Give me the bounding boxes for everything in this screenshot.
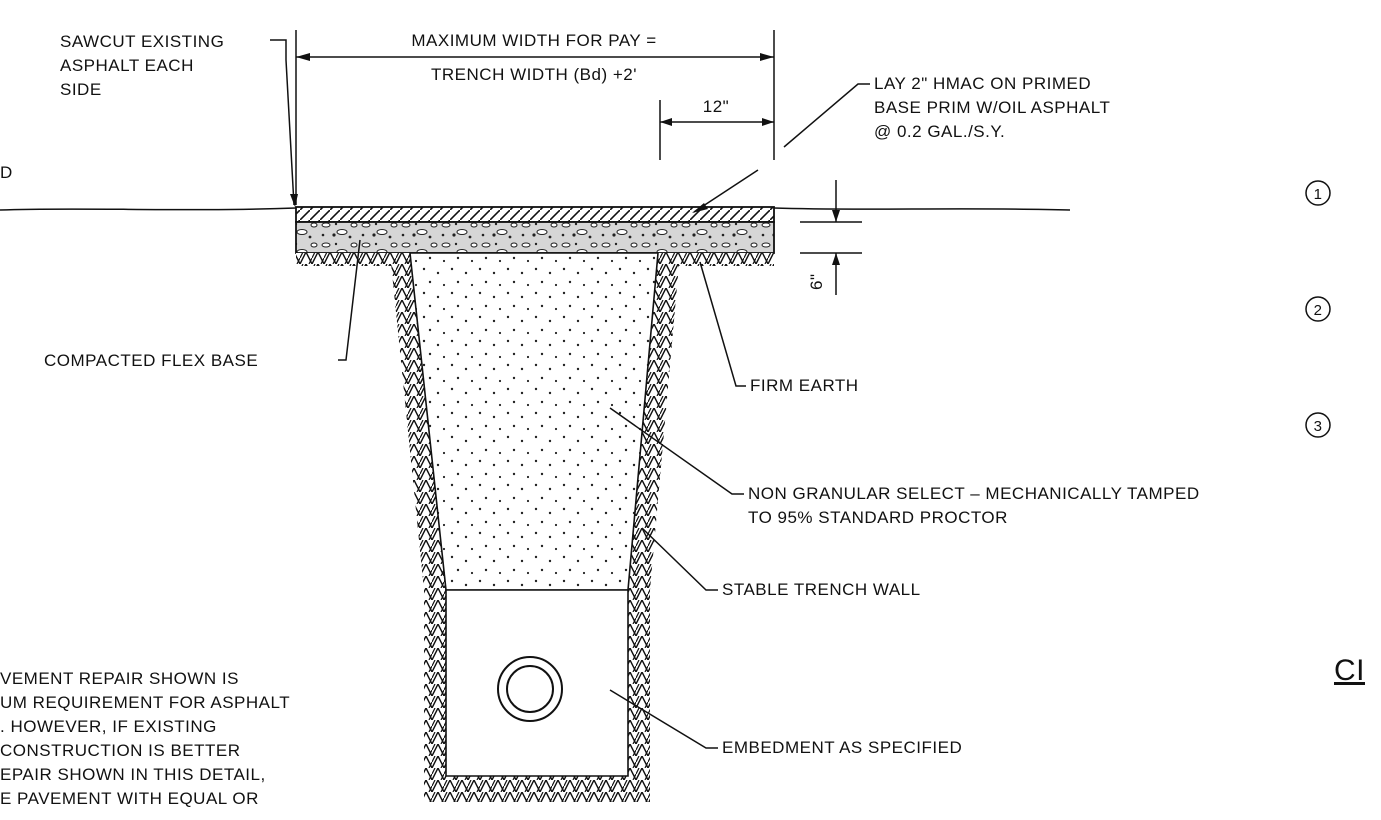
sawcut-label-2: ASPHALT EACH <box>60 56 194 75</box>
right-title-fragment: CI <box>1334 654 1365 687</box>
ground-line-left <box>0 207 297 211</box>
firm-earth-left <box>296 253 410 266</box>
callout-2-number: 2 <box>1314 302 1323 319</box>
hmac-label-2: BASE PRIM W/OIL ASPHALT <box>874 98 1110 117</box>
note-line-4: CONSTRUCTION IS BETTER <box>0 741 241 760</box>
ground-line-right <box>773 207 1071 211</box>
leader-sawcut <box>270 39 295 206</box>
trench-wall-left <box>390 253 446 790</box>
embedment-label: EMBEDMENT AS SPECIFIED <box>722 738 962 757</box>
leader-embed <box>609 689 718 749</box>
firm-earth-label: FIRM EARTH <box>750 376 859 395</box>
backfill-label-2: TO 95% STANDARD PROCTOR <box>748 508 1008 527</box>
leader-hmac-arrow <box>692 203 708 213</box>
leader-sawcut-arrow <box>290 194 298 207</box>
firm-earth-right <box>658 253 774 266</box>
max-width-label-1: MAXIMUM WIDTH FOR PAY = <box>411 31 656 50</box>
dim6-arrow-t <box>832 210 840 222</box>
callout-2-circle <box>1305 296 1331 322</box>
pipe-inner <box>506 665 554 713</box>
backfill-label-1: NON GRANULAR SELECT – MECHANICALLY TAMPE… <box>748 484 1200 503</box>
note-line-3: . HOWEVER, IF EXISTING <box>0 717 217 736</box>
sawcut-label-1: SAWCUT EXISTING <box>60 32 224 51</box>
leader-hmac <box>783 83 870 148</box>
trench-wall-label: STABLE TRENCH WALL <box>722 580 921 599</box>
note-line-5: EPAIR SHOWN IN THIS DETAIL, <box>0 765 266 784</box>
dim-12-label: 12" <box>703 97 729 116</box>
callout-1-number: 1 <box>1314 186 1323 203</box>
sawcut-label-3: SIDE <box>60 80 102 99</box>
hmac-label-1: LAY 2" HMAC ON PRIMED <box>874 74 1091 93</box>
dim-arrow-right <box>760 53 774 61</box>
callout-1-circle <box>1305 180 1331 206</box>
flex-base-label: COMPACTED FLEX BASE <box>44 351 258 370</box>
backfill-zone <box>409 252 659 591</box>
leader-firm <box>699 261 746 387</box>
leader-backfill <box>609 407 744 495</box>
flex-base-layer <box>295 221 775 254</box>
note-line-2: UM REQUIREMENT FOR ASPHALT <box>0 693 290 712</box>
dim12-arrow-l <box>660 118 672 126</box>
note-line-6: E PAVEMENT WITH EQUAL OR <box>0 789 259 808</box>
callout-3-circle <box>1305 412 1331 438</box>
dim-arrow-left <box>296 53 310 61</box>
note-line-1: VEMENT REPAIR SHOWN IS <box>0 669 239 688</box>
leader-flex <box>338 239 361 361</box>
max-width-label-2: TRENCH WIDTH (Bd) +2' <box>431 65 637 84</box>
leader-wall <box>641 527 718 591</box>
trench-wall-right <box>628 253 680 790</box>
edge-letter-label: D <box>0 163 13 182</box>
dim12-arrow-r <box>762 118 774 126</box>
trench-bottom <box>424 776 650 802</box>
callout-3-number: 3 <box>1314 418 1323 435</box>
hmac-label-3: @ 0.2 GAL./S.Y. <box>874 122 1005 141</box>
dim-6-label: 6" <box>807 274 826 291</box>
dim6-arrow-b <box>832 253 840 265</box>
